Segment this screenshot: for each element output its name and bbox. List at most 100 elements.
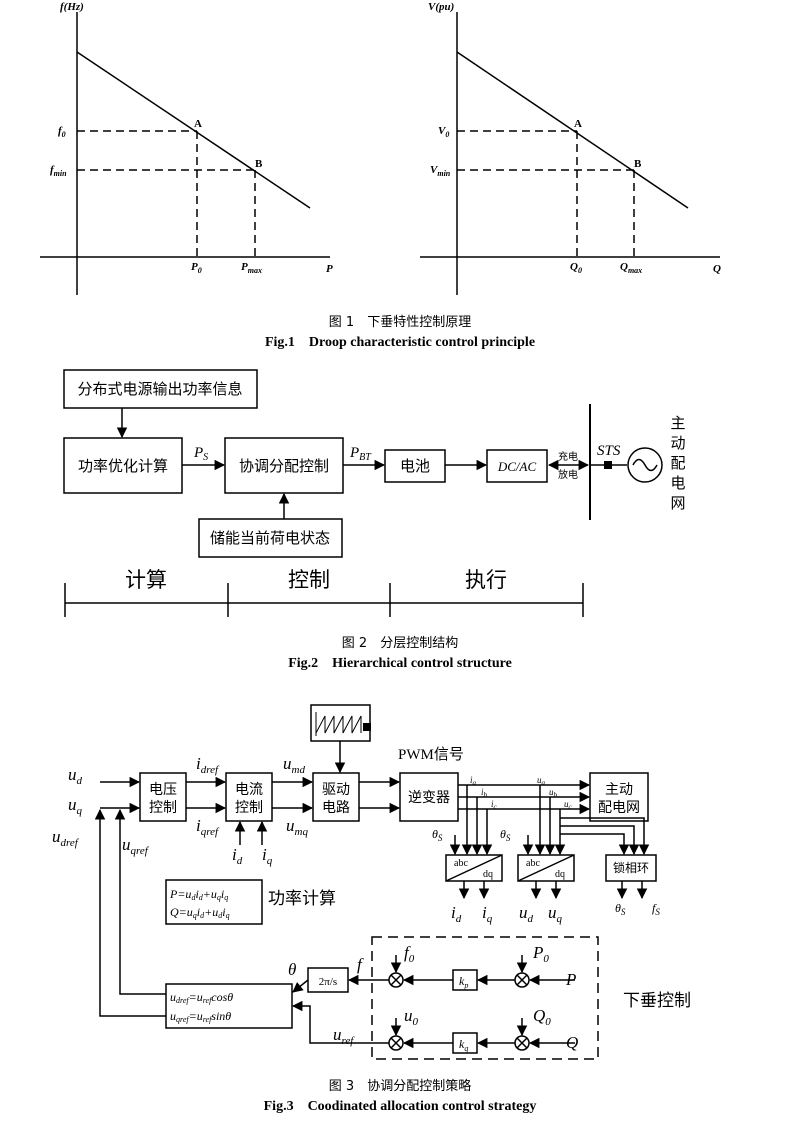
fig2-dg-info-box	[63, 369, 258, 409]
fig3-uc-label: uc	[564, 799, 573, 811]
fig3-voltage-control-box	[139, 772, 187, 822]
fig3-u0-label: u0	[404, 1006, 419, 1028]
fig3-udref-feedback	[94, 808, 166, 1017]
fig2-battery-label: 电池	[400, 457, 430, 475]
fig3-umd-label: umd	[283, 754, 305, 776]
fig3-f0-label: f0	[404, 943, 415, 965]
fig1-right-vmin-label: Vmin	[430, 164, 451, 178]
fig3-id-fb-label: id	[232, 845, 243, 867]
fig2-coordination-label: 协调分配控制	[239, 457, 329, 475]
fig2-stage-calc: 计算	[125, 568, 167, 592]
fig1-right-plot	[420, 12, 720, 295]
fig3-p-label: P	[565, 970, 576, 989]
fig2-optimization-label: 功率优化计算	[78, 457, 168, 475]
fig2-grid-char-2: 配	[670, 454, 685, 472]
fig3-dq-label-1: dq	[483, 869, 493, 880]
fig3-droop-region	[371, 936, 599, 1060]
fig3-ia-label: ia	[470, 775, 477, 787]
fig2-charge-label: 充电	[558, 450, 578, 463]
fig3-uqref-feedback	[114, 808, 166, 995]
fig3-eq-q: Q=uqid+udiq	[170, 905, 230, 920]
fig3-pll-feed-1	[560, 817, 650, 856]
fig3-drive-line2: 电路	[322, 800, 350, 816]
fig1-left-plot	[40, 12, 330, 295]
fig3-thetas-out-label: θS	[615, 901, 626, 917]
fig3-pll-label: 锁相环	[613, 860, 649, 875]
fig3-equations: P=udid+uqiq Q=uqid+udiq udref=urefcosθ u…	[169, 887, 233, 1024]
fig1-caption-cn: 图 1 下垂特性控制原理	[328, 315, 472, 330]
fig3-iq-fb-label: iq	[262, 845, 273, 867]
fig2-soc-label: 储能当前荷电状态	[210, 529, 330, 547]
fig2-dg-info-label: 分布式电源输出功率信息	[77, 380, 242, 398]
fig3-sum-q-cross	[516, 1037, 528, 1049]
fig3-eq-udref: udref=urefcosθ	[170, 990, 233, 1005]
fig3-ib-label: ib	[481, 787, 488, 799]
fig1-right-x-label: Q	[713, 263, 721, 275]
fig3-dq-label-2: dq	[555, 869, 565, 880]
fig1-right-v0-label: V0	[438, 125, 449, 139]
fig3-grid-line2: 配电网	[598, 800, 640, 816]
fig3-abcdq-diagonal-1	[445, 854, 503, 882]
fig2-sine-wave-icon	[632, 458, 658, 472]
fig3-sum-f-cross	[390, 974, 402, 986]
fig3-abc-label-2: abc	[526, 858, 540, 869]
fig3-ic-label: ic	[491, 799, 498, 811]
fig3-pll-feed-2	[560, 825, 640, 856]
fig1-left-p0-label: P0	[191, 261, 202, 275]
fig3-theta-arrow	[292, 979, 309, 993]
fig3-drive-line1: 驱动	[322, 782, 350, 798]
fig1-left-y-label: f(Hz)	[60, 1, 84, 13]
fig1-left-droop-line	[76, 51, 311, 209]
fig3-fs-out-label: fS	[652, 901, 660, 917]
fig3-q0-label: Q0	[533, 1006, 551, 1028]
fig3-f-label: f	[357, 955, 364, 974]
fig3-p0-label: P0	[532, 943, 549, 965]
fig3-kq-label: kq	[459, 1037, 468, 1053]
fig3-umq-label: umq	[286, 816, 308, 838]
fig3-id-out-label: id	[451, 903, 462, 925]
fig1-left-fmin-label: fmin	[50, 164, 67, 178]
fig1-right-point-a: A	[574, 118, 582, 130]
fig3-thetas-label-1: θS	[432, 827, 443, 843]
fig3-caption-en: Fig.3 Coodinated allocation control stra…	[263, 1099, 537, 1114]
fig3-caption-cn: 图 3 协调分配控制策略	[328, 1079, 472, 1094]
fig3-abc-label-1: abc	[454, 858, 468, 869]
fig1-right-droop-line	[456, 51, 689, 209]
fig3-ua-label: ua	[537, 775, 546, 787]
fig1-caption-en: Fig.1 Droop characteristic control princ…	[264, 335, 536, 350]
fig2-stage-control: 控制	[288, 568, 330, 592]
fig1-right-y-label: V(pu)	[428, 1, 454, 13]
fig2-discharge-label: 放电	[558, 468, 578, 481]
fig2-sts-label: STS	[597, 443, 621, 459]
fig3-ud-out-label: ud	[519, 903, 534, 925]
fig3-uq-label: uq	[68, 795, 83, 817]
fig3-ictrl-line2: 控制	[235, 800, 263, 816]
fig3-iqref-label: iqref	[196, 816, 220, 838]
fig1-right-q0-label: Q0	[570, 261, 582, 275]
fig3-power-eq-box	[165, 879, 263, 925]
fig3-eq-uqref: uqref=urefsinθ	[170, 1009, 231, 1024]
fig3-eq-p: P=udid+uqiq	[169, 887, 228, 902]
fig3-sum-p-cross	[516, 974, 528, 986]
fig2-caption-cn: 图 2 分层控制结构	[341, 636, 459, 651]
fig2-pbt-label: PBT	[349, 445, 372, 463]
fig3-sum-u-cross	[390, 1037, 402, 1049]
fig2-ps-label: PS	[193, 445, 208, 463]
fig3-q-label: Q	[566, 1033, 578, 1052]
fig3-iq-out-label: iq	[482, 903, 493, 925]
fig3-idref-label: idref	[196, 754, 220, 776]
fig3-abcdq-diagonal-2	[517, 854, 575, 882]
fig3-small-labels: θS θS θS fS ia ib ic ua ub uc	[432, 775, 660, 917]
fig2-grid-char-3: 电	[670, 474, 685, 492]
fig3-integrator-label: 2π/s	[319, 976, 337, 988]
fig2-stage-exec: 执行	[465, 568, 507, 592]
fig3-ictrl-line1: 电流	[235, 782, 263, 798]
fig3-pll-feed-3	[560, 833, 630, 856]
fig3-kp-label: kp	[459, 974, 468, 990]
fig3-droop-label: 下垂控制	[623, 991, 691, 1011]
fig3-uref-label: uref	[333, 1025, 355, 1047]
fig3-uqref-label: uqref	[122, 835, 150, 857]
fig2-grid-source-icon	[627, 447, 663, 483]
fig1-right-qmax-label: Qmax	[620, 261, 642, 275]
